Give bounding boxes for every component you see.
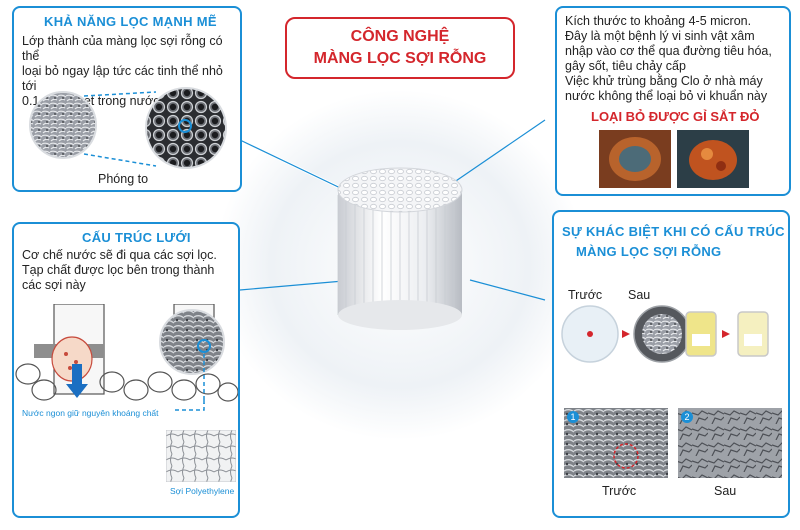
mesh-diagram [15, 304, 238, 404]
panel-title: KHẢ NĂNG LỌC MẠNH MẼ [44, 14, 217, 29]
text-line: Cơ chế nước sẽ đi qua các sợi lọc. [22, 248, 217, 262]
panel-title-line2: MÀNG LỌC SỢI RỖNG [576, 244, 722, 259]
text-line: Tạp chất được lọc bên trong thành [22, 263, 215, 277]
center-title-box: CÔNG NGHỆ MÀNG LỌC SỢI RỖNG [285, 17, 515, 79]
water-caption: Nước ngon giữ nguyên khoáng chất [22, 408, 159, 418]
text-line: Kích thước to khoảng 4-5 micron. [565, 14, 752, 28]
connector-dashed [174, 400, 205, 411]
text-line: Lớp thành của màng lọc sợi rỗng có thể [22, 34, 223, 63]
panel-mesh-structure: CẤU TRÚC LƯỚI Cơ chế nước sẽ đi qua các … [12, 222, 240, 518]
center-title-line1: CÔNG NGHỆ [350, 28, 450, 45]
text-line: các sợi này [22, 278, 86, 292]
panel-difference: SỰ KHÁC BIỆT KHI CÓ CẤU TRÚC MÀNG LỌC SỢ… [552, 210, 790, 518]
panel-iron-rust: Kích thước to khoảng 4-5 micron. Đây là … [555, 6, 791, 196]
filter-before-after-image [561, 305, 769, 363]
panel-title-line1: SỰ KHÁC BIỆT KHI CÓ CẤU TRÚC [562, 224, 785, 239]
text-line: nước không thể loại bỏ vi khuẩn này [565, 89, 768, 103]
before-label: Trước [568, 288, 603, 302]
panel-filtering-strength: KHẢ NĂNG LỌC MẠNH MẼ Lớp thành của màng … [12, 6, 242, 192]
text-line: nhập vào cơ thể qua đường tiêu hóa, [565, 44, 772, 58]
text-line: loại bỏ ngay lập tức các tinh thể nhỏ tớ… [22, 64, 223, 93]
center-title-line2: MÀNG LỌC SỢI RỖNG [313, 50, 487, 67]
zoom-caption: Phóng to [98, 172, 149, 186]
polyethylene-fiber-image [166, 430, 236, 482]
rust-heading: LOẠI BỎ ĐƯỢC GỈ SẮT ĐỎ [591, 109, 760, 124]
badge-1: 1 [567, 411, 579, 423]
text-line: gây sốt, tiêu chảy cấp [565, 59, 686, 73]
text-line: Đây là một bệnh lý vi sinh vật xâm [565, 29, 755, 43]
micro-before-label: Trước [602, 484, 637, 498]
panel-title: CẤU TRÚC LƯỚI [82, 230, 191, 245]
badge-2: 2 [681, 411, 693, 423]
after-label: Sau [628, 288, 651, 302]
panel-text: Kích thước to khoảng 4-5 micron. Đây là … [565, 14, 789, 104]
hollow-fiber-cylinder [337, 167, 463, 330]
magnified-fiber-image [29, 87, 227, 169]
micrograph-comparison [564, 408, 782, 478]
panel-text: Cơ chế nước sẽ đi qua các sợi lọc. Tạp c… [22, 248, 238, 293]
rust-photos [599, 130, 749, 188]
text-line: Việc khử trùng bằng Clo ở nhà máy [565, 74, 763, 88]
micro-after-label: Sau [714, 484, 737, 498]
fiber-caption: Sợi Polyethylene [170, 486, 235, 496]
